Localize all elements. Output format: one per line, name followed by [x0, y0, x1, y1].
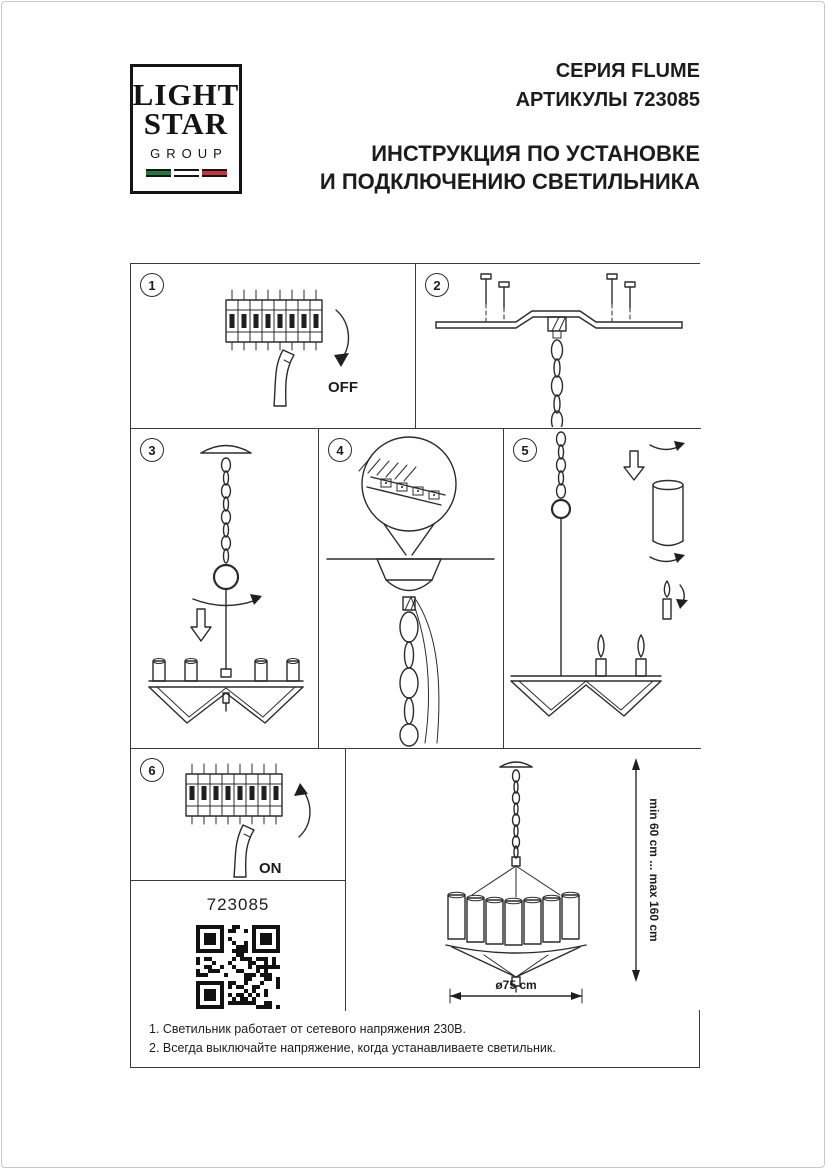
italian-flag-icon [145, 168, 227, 177]
step-panel-1: 1 OFF [131, 264, 416, 429]
lightstar-logo: LIGHT STAR GROUP [130, 64, 242, 194]
instruction-grid: 1 OFF 2 [130, 263, 701, 1011]
mounting-screws-icon [480, 273, 636, 322]
flag-white-stripe [173, 168, 199, 177]
diameter-label: ø75 cm [495, 978, 536, 992]
step-panel-5: 5 [504, 429, 701, 749]
step2-illustration [435, 273, 683, 427]
step-number-badge: 3 [140, 438, 164, 462]
hand-icon [273, 349, 295, 407]
step-number-badge: 2 [425, 273, 449, 297]
flag-red-stripe [201, 168, 227, 177]
qr-code [196, 925, 280, 1009]
document-header: СЕРИЯ FLUME АРТИКУЛЫ 723085 ИНСТРУКЦИЯ П… [300, 60, 700, 196]
article-qr-cell: 723085 [131, 881, 346, 1011]
switch-off-arrow-icon [334, 309, 350, 367]
dimensions-panel: min 60 cm ... max 160 cm ø75 cm [346, 749, 701, 1011]
down-arrow-icon [190, 608, 212, 642]
canopy-and-chain-drawing [326, 558, 495, 747]
chandelier-assembly-drawing [510, 431, 662, 717]
logo-word-light: LIGHT [132, 77, 240, 113]
final-chandelier-illustration: min 60 cm ... max 160 cm ø75 cm [445, 758, 661, 1004]
rotation-arrow-icon [192, 594, 262, 607]
logo-word-star: STAR [143, 106, 229, 141]
step4-illustration [326, 436, 495, 747]
logo-word-group: GROUP [150, 145, 228, 161]
chandelier-final-drawing [445, 761, 587, 993]
step-number-badge: 4 [328, 438, 352, 462]
diameter-dimension: ø75 cm [449, 978, 583, 1004]
step-number-badge: 5 [513, 438, 537, 462]
series-title: СЕРИЯ FLUME [555, 60, 700, 82]
step-panel-4: 4 [319, 429, 504, 749]
notes-box: 1. Светильник работает от сетевого напря… [130, 1010, 700, 1068]
step5-illustration [510, 431, 688, 717]
circuit-breaker-drawing [185, 763, 283, 825]
hand-icon [233, 824, 255, 878]
flag-green-stripe [145, 168, 171, 177]
on-label: ON [259, 860, 282, 877]
rotation-arrow-icon [649, 553, 685, 563]
article-number: 723085 [206, 895, 270, 914]
subtitle-line-1: ИНСТРУКЦИЯ ПО УСТАНОВКЕ [371, 141, 700, 166]
note-1: 1. Светильник работает от сетевого напря… [149, 1022, 466, 1036]
off-label: OFF [328, 379, 358, 396]
circuit-breaker-drawing [225, 289, 323, 351]
candle-bulb-icon [662, 580, 688, 620]
note-2: 2. Всегда выключайте напряжение, когда у… [149, 1041, 556, 1055]
step-number-badge: 1 [140, 273, 164, 297]
step1-illustration: OFF [225, 289, 358, 407]
step-panel-2: 2 [416, 264, 701, 429]
step-number-badge: 6 [140, 758, 164, 782]
rotation-arrow-icon [649, 441, 685, 451]
height-range-label: min 60 cm ... max 160 cm [647, 798, 661, 941]
ceiling-detail-callout-drawing [358, 436, 457, 556]
switch-on-arrow-icon [294, 783, 311, 838]
subtitle-line-2: И ПОДКЛЮЧЕНИЮ СВЕТИЛЬНИКА [319, 169, 700, 195]
step-panel-3: 3 [131, 429, 319, 749]
height-dimension: min 60 cm ... max 160 cm [632, 758, 661, 982]
mounting-bracket-drawing [435, 310, 683, 427]
chandelier-hanging-drawing [200, 444, 252, 670]
step3-illustration [148, 444, 304, 724]
shade-cylinder-drawing [652, 479, 684, 547]
step-panel-6: 6 ON [131, 749, 346, 881]
chandelier-frame-drawing [148, 658, 304, 724]
step6-illustration: ON [185, 763, 311, 878]
articles-title: АРТИКУЛЫ 723085 [515, 89, 700, 111]
down-arrow-icon [623, 450, 645, 481]
